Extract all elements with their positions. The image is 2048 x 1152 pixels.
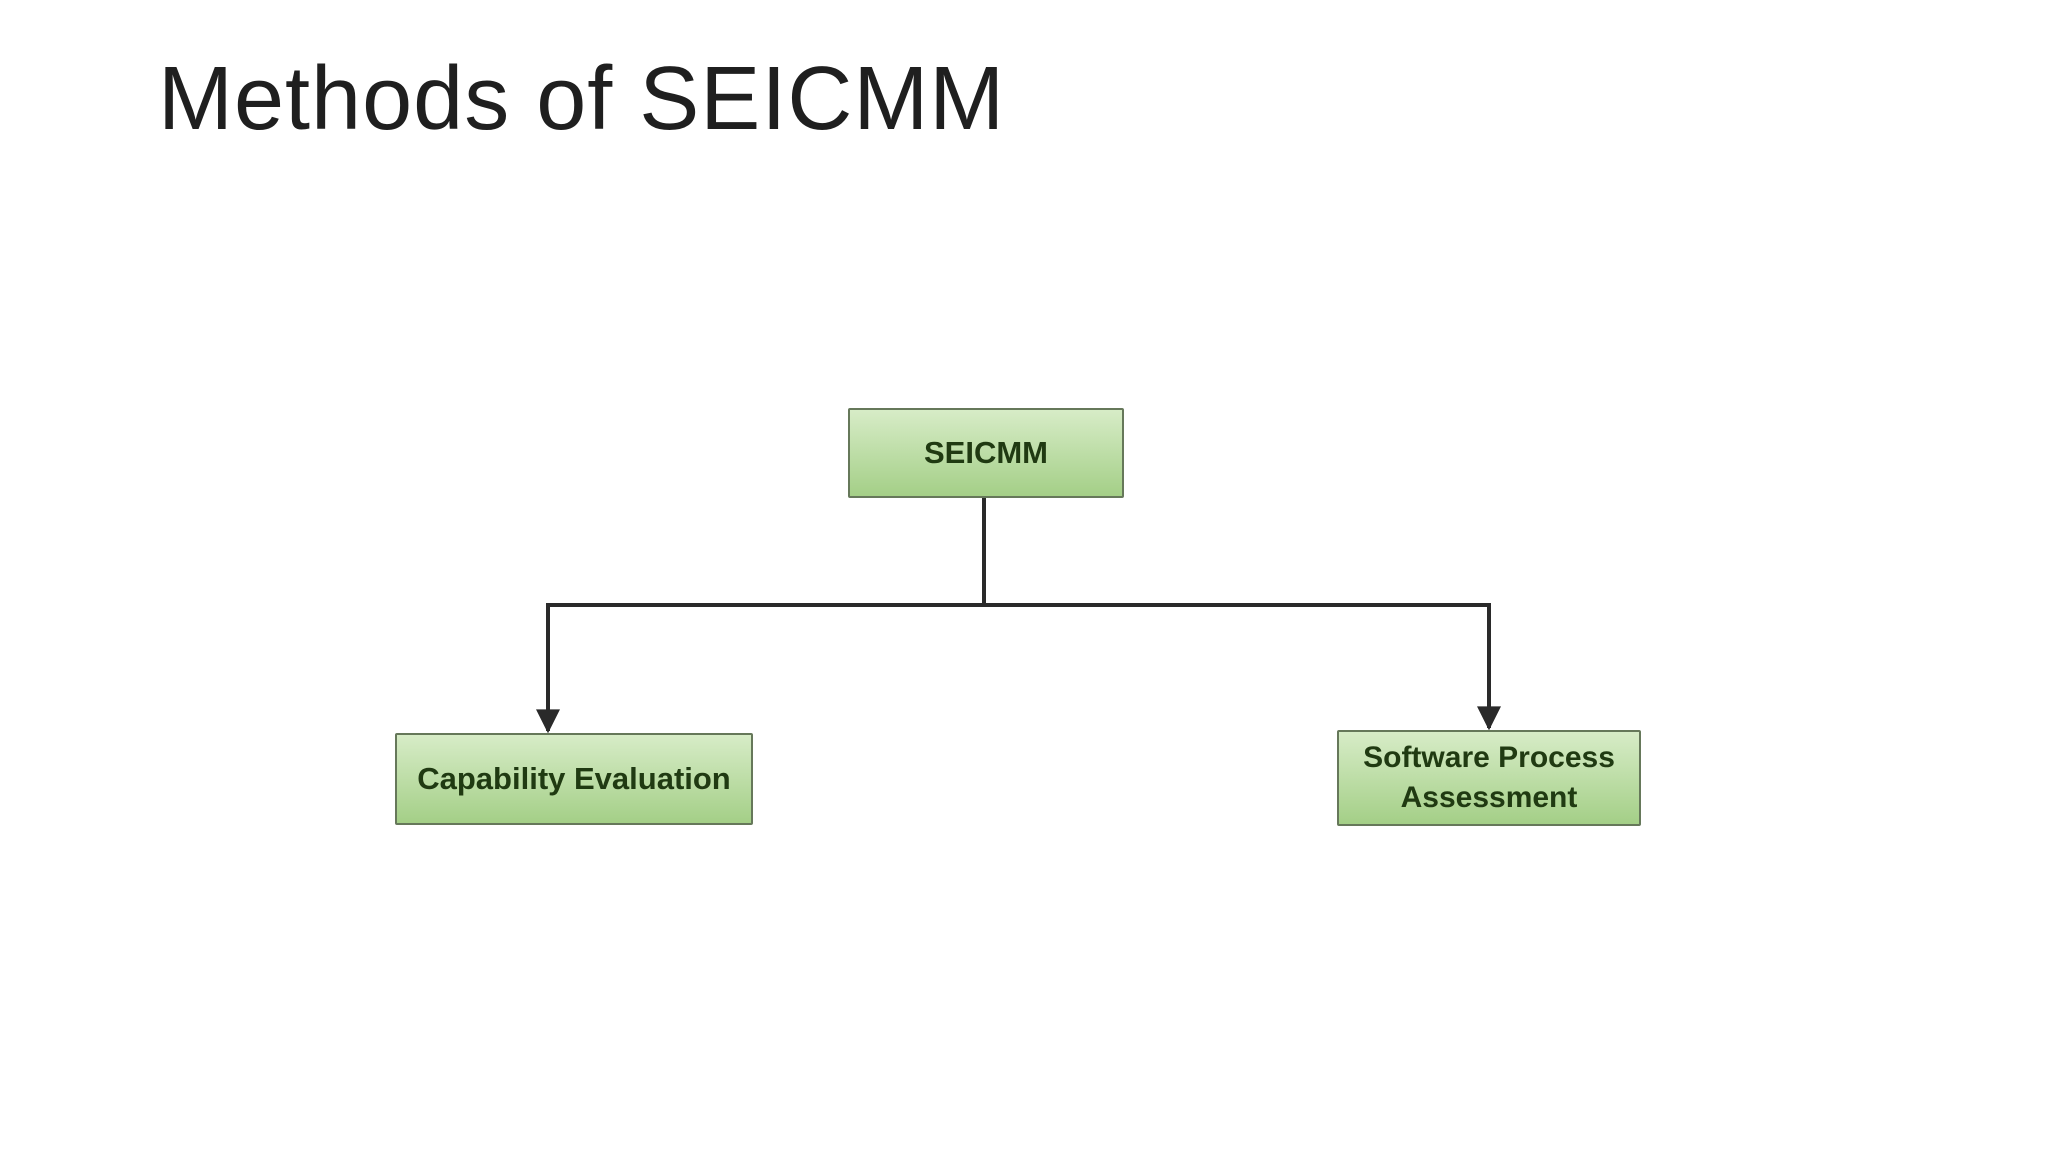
slide-title: Methods of SEICMM bbox=[158, 49, 1006, 149]
node-capability-evaluation-label: Capability Evaluation bbox=[417, 761, 731, 797]
node-software-process-assessment-label: Software Process Assessment bbox=[1363, 740, 1615, 815]
node-seicmm-label: SEICMM bbox=[924, 435, 1048, 471]
node-seicmm: SEICMM bbox=[848, 408, 1124, 498]
node-software-process-assessment: Software Process Assessment bbox=[1337, 730, 1641, 826]
node-capability-evaluation: Capability Evaluation bbox=[395, 733, 753, 825]
